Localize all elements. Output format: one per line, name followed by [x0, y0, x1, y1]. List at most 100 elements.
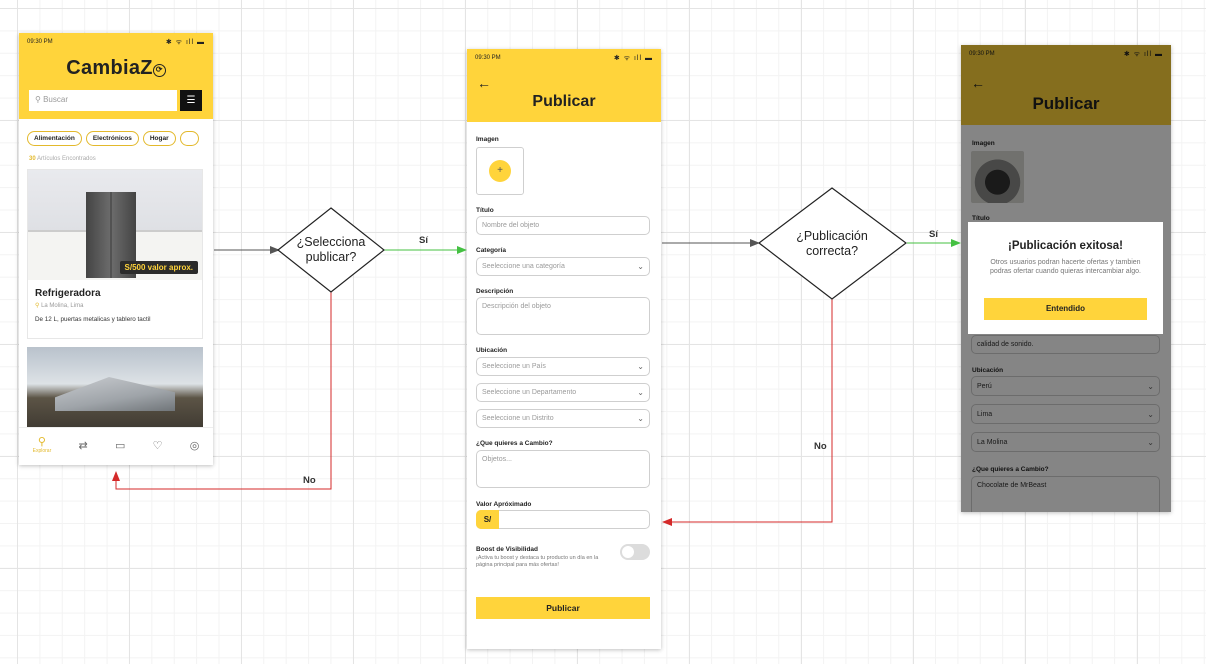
exchange-label: ¿Que quieres a Cambio?	[972, 466, 1049, 473]
product-card[interactable]: S/500 valor aprox. Refrigeradora ⚲ La Mo…	[27, 169, 203, 339]
nav-explore-label: Explorar	[32, 447, 52, 454]
exchange-label: ¿Que quieres a Cambio?	[476, 440, 553, 447]
sliders-icon: ☰	[186, 95, 196, 106]
edge-label-yes-1: Sí	[419, 235, 428, 246]
title-placeholder: Nombre del objeto	[482, 222, 540, 229]
description-field[interactable]: calidad de sonido.	[971, 335, 1160, 354]
image-upload-box[interactable]: +	[476, 147, 524, 195]
edge-label-no-2: No	[814, 441, 827, 452]
chevron-down-icon: ⌄	[637, 362, 644, 371]
product-location-text: La Molina, Lima	[41, 303, 84, 309]
boost-toggle[interactable]	[620, 544, 650, 560]
search-placeholder: Buscar	[43, 95, 68, 104]
decision1-label: ¿Selecciona publicar?	[296, 235, 366, 264]
status-icons: ✱ ᯤ ıll ▬	[165, 38, 205, 46]
product-card-image-truck[interactable]	[27, 347, 203, 429]
department-value: Lima	[977, 410, 993, 418]
success-modal: ¡Publicación exitosa! Otros usuarios pod…	[968, 222, 1163, 334]
boost-description: ¡Activa tu boost y destaca tu producto u…	[476, 555, 599, 568]
nav-exchange[interactable]: ⇄	[78, 440, 88, 452]
modal-title: ¡Publicación exitosa!	[1007, 240, 1124, 252]
publish-header: 09:30 PM ✱ ᯤ ıll ▬ ← Publicar	[961, 45, 1171, 125]
exchange-textarea[interactable]: Chocolate de MrBeast	[971, 476, 1160, 512]
exchange-textarea[interactable]: Objetos...	[476, 450, 650, 488]
title-label: Título	[476, 207, 494, 214]
decision1-diamond	[277, 207, 385, 293]
chip-hogar[interactable]: Hogar	[142, 131, 176, 146]
logo-badge-icon: ⟳	[152, 64, 166, 77]
page-title: Publicar	[1032, 94, 1100, 113]
search-icon: ⚲	[37, 435, 46, 448]
uploaded-image	[971, 151, 1024, 203]
add-image-icon[interactable]: +	[489, 160, 511, 182]
location-pin-icon: ⚲	[35, 303, 40, 309]
category-chips: Alimentación Electrónicos Hogar	[27, 131, 200, 146]
price-badge: S/500 valor aprox.	[119, 261, 198, 274]
results-count: 30 Artículos Encontrados	[29, 156, 96, 162]
status-bar: 09:30 PM ✱ ᯤ ıll ▬	[467, 49, 661, 67]
search-input[interactable]: ⚲ Buscar	[29, 90, 177, 111]
exchange-placeholder: Objetos...	[482, 456, 512, 463]
explore-screen: 09:30 PM ✱ ᯤ ıll ▬ CambiaZ⟳ ⚲ Buscar ☰ A…	[19, 33, 213, 465]
understood-button[interactable]: Entendido	[984, 298, 1147, 320]
district-select[interactable]: Seeleccione un Distrito ⌄	[476, 409, 650, 428]
search-icon: ⚲	[35, 95, 44, 104]
bottom-nav: ⚲Explorar ⇄ ▭ ♡ ◎	[19, 427, 213, 465]
back-arrow-icon[interactable]: ←	[477, 75, 491, 91]
product-description: De 12 L, puertas metalicas y tablero tac…	[35, 316, 151, 323]
nav-explore[interactable]: ⚲Explorar	[32, 435, 52, 456]
logo-text: CambiaZ	[66, 57, 153, 79]
page-title: Publicar	[532, 93, 596, 110]
tag-icon: ▭	[114, 440, 126, 452]
description-placeholder: Descripción del objeto	[482, 303, 551, 310]
results-count-number: 30	[29, 156, 36, 162]
title-input[interactable]: Nombre del objeto	[476, 216, 650, 235]
chevron-down-icon: ⌄	[637, 388, 644, 397]
currency-prefix: S/	[476, 510, 499, 529]
nav-favorites[interactable]: ♡	[152, 440, 163, 452]
edge-label-no-1: No	[303, 475, 316, 486]
exchange-value: Chocolate de MrBeast	[977, 482, 1047, 489]
nav-profile[interactable]: ◎	[190, 441, 200, 452]
edge-label-yes-2: Sí	[929, 229, 938, 240]
district-select[interactable]: La Molina⌄	[971, 432, 1160, 452]
publish-screen: 09:30 PM ✱ ᯤ ıll ▬ ← Publicar Imagen + T…	[467, 49, 661, 649]
exchange-icon: ⇄	[78, 440, 88, 452]
department-placeholder: Seeleccione un Departamento	[482, 389, 577, 396]
description-value: calidad de sonido.	[977, 341, 1034, 348]
filter-button[interactable]: ☰	[180, 90, 202, 111]
status-bar: 09:30 PM ✱ ᯤ ıll ▬	[19, 33, 213, 51]
department-select[interactable]: Lima⌄	[971, 404, 1160, 424]
chevron-down-icon: ⌄	[637, 414, 644, 423]
status-icons: ✱ ᯤ ıll ▬	[1123, 50, 1163, 58]
country-select[interactable]: Seeleccione un País ⌄	[476, 357, 650, 376]
category-select[interactable]: Seeleccione una categoría⌄	[476, 257, 650, 276]
chip-alimentacion[interactable]: Alimentación	[27, 131, 82, 146]
category-label: Categoría	[476, 247, 506, 254]
app-logo: CambiaZ⟳	[19, 57, 213, 80]
description-textarea[interactable]: Descripción del objeto	[476, 297, 650, 335]
status-bar: 09:30 PM ✱ ᯤ ıll ▬	[961, 45, 1171, 63]
chip-more[interactable]	[179, 131, 200, 146]
heart-icon: ♡	[152, 440, 163, 452]
country-select[interactable]: Perú⌄	[971, 376, 1160, 396]
title-label: Título	[972, 215, 990, 222]
nav-tag[interactable]: ▭	[114, 440, 126, 452]
location-label: Ubicación	[972, 367, 1004, 374]
publish-success-screen: 09:30 PM ✱ ᯤ ıll ▬ ← Publicar Imagen Tít…	[961, 45, 1171, 512]
country-placeholder: Seeleccione un País	[482, 363, 546, 370]
explore-header: 09:30 PM ✱ ᯤ ıll ▬ CambiaZ⟳ ⚲ Buscar ☰	[19, 33, 213, 119]
product-image: S/500 valor aprox.	[28, 170, 202, 280]
department-select[interactable]: Seeleccione un Departamento ⌄	[476, 383, 650, 402]
product-title: Refrigeradora	[35, 288, 101, 299]
value-label: Valor Apróximado	[476, 501, 532, 508]
chip-electronicos[interactable]: Electrónicos	[85, 131, 139, 146]
country-value: Perú	[977, 382, 992, 390]
publish-button[interactable]: Publicar	[476, 597, 650, 619]
district-placeholder: Seeleccione un Distrito	[482, 415, 554, 422]
results-count-text: Artículos Encontrados	[35, 156, 96, 162]
back-arrow-icon[interactable]: ←	[971, 75, 985, 91]
edge-decision1-no	[112, 292, 332, 490]
chevron-down-icon: ⌄	[637, 262, 644, 271]
